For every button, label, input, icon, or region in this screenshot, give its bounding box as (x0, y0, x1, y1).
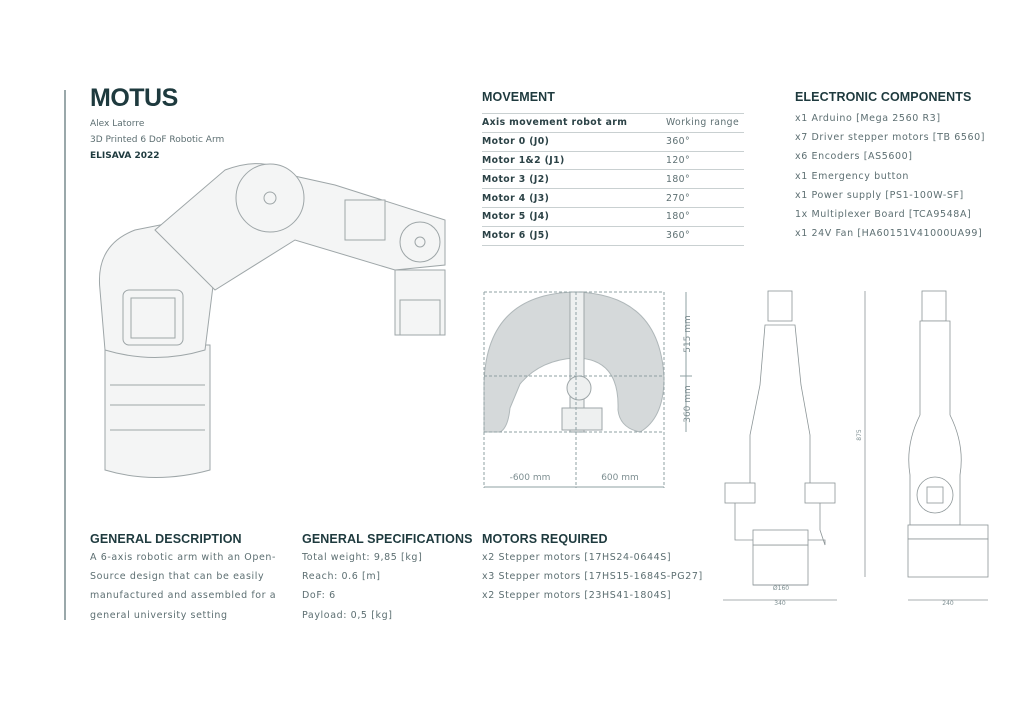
working-range: 120° (666, 150, 744, 170)
dim-left-label: -600 mm (510, 473, 551, 483)
working-range: 360° (666, 131, 744, 152)
working-range: 360° (666, 225, 744, 246)
height-label: 875 (856, 429, 863, 441)
description-line: A 6-axis robotic arm with an Open- (90, 552, 277, 563)
diameter-label: Ø160 (773, 585, 789, 592)
motor-name: Motor 4 (J3) (482, 188, 666, 208)
electronics-heading: ELECTRONIC COMPONENTS (795, 90, 972, 104)
table-row: Motor 0 (J0)360° (482, 131, 744, 152)
list-item: DoF: 6 (302, 590, 336, 602)
specs-list: Total weight: 9,85 [kg] Reach: 0.6 [m] D… (302, 548, 422, 625)
list-item: x6 Encoders [AS5600] (795, 151, 913, 163)
motor-name: Motor 1&2 (J1) (482, 150, 666, 170)
motor-name: Motor 5 (J4) (482, 206, 666, 227)
table-row: Motor 3 (J2)180° (482, 169, 744, 189)
side-width-label: 240 (942, 600, 954, 607)
motors-list: x2 Stepper motors [17HS24-0644S] x3 Step… (482, 548, 703, 606)
list-item: x2 Stepper motors [23HS41-1804S] (482, 590, 672, 602)
front-width-label: 340 (774, 600, 786, 607)
accent-divider (64, 90, 66, 620)
list-item: x2 Stepper motors [17HS24-0644S] (482, 552, 672, 563)
page-title: MOTUS (90, 84, 178, 112)
list-item: 1x Multiplexer Board [TCA9548A] (795, 208, 972, 220)
column-header: Working range (666, 113, 744, 133)
description-text: A 6-axis robotic arm with an Open- Sourc… (90, 548, 276, 625)
column-header: Axis movement robot arm (482, 113, 666, 133)
list-item: x3 Stepper motors [17HS15-1684S-PG27] (482, 571, 703, 583)
working-range: 180° (666, 169, 744, 189)
robot-arm-illustration (98, 163, 446, 478)
description-heading: GENERAL DESCRIPTION (90, 532, 242, 546)
side-view-drawing (864, 290, 989, 601)
table-row: Motor 6 (J5)360° (482, 225, 744, 246)
dim-right-label: 600 mm (601, 473, 639, 483)
list-item: x7 Driver stepper motors [TB 6560] (795, 132, 986, 144)
motor-name: Motor 0 (J0) (482, 131, 666, 152)
list-item: x1 Arduino [Mega 2560 R3] (795, 113, 941, 124)
list-item: x1 Emergency button (795, 170, 910, 182)
working-range: 180° (666, 206, 744, 227)
institution: ELISAVA 2022 (90, 151, 160, 161)
table-row: Motor 1&2 (J1)120° (482, 150, 744, 170)
working-range: 270° (666, 188, 744, 208)
list-item: Total weight: 9,85 [kg] (302, 552, 423, 563)
motor-name: Motor 6 (J5) (482, 225, 666, 246)
motor-name: Motor 3 (J2) (482, 169, 666, 189)
table-row: Motor 4 (J3)270° (482, 188, 744, 208)
technical-drawings: 875 Ø160 340 240 (723, 290, 989, 607)
description-line: general university setting (90, 609, 228, 621)
movement-heading: MOVEMENT (482, 90, 556, 104)
subtitle: 3D Printed 6 DoF Robotic Arm (90, 135, 225, 145)
description-line: Source design that can be easily (90, 571, 265, 583)
specs-heading: GENERAL SPECIFICATIONS (302, 532, 473, 546)
table-row: Motor 5 (J4)180° (482, 206, 744, 227)
list-item: x1 Power supply [PS1-100W-SF] (795, 189, 964, 201)
motors-heading: MOTORS REQUIRED (482, 532, 608, 546)
description-line: manufactured and assembled for a (90, 590, 277, 602)
electronics-list: x1 Arduino [Mega 2560 R3] x7 Driver step… (795, 109, 985, 243)
header-meta: Alex Latorre 3D Printed 6 DoF Robotic Ar… (90, 116, 224, 164)
list-item: Reach: 0.6 [m] (302, 571, 381, 583)
list-item: Payload: 0,5 [kg] (302, 609, 393, 621)
workspace-diagram: -600 mm 600 mm 515 mm 360 mm (483, 291, 693, 488)
author: Alex Latorre (90, 119, 145, 129)
front-view-drawing (723, 290, 837, 601)
dim-down-label: 360 mm (683, 385, 693, 423)
dim-up-label: 515 mm (683, 315, 693, 353)
list-item: x1 24V Fan [HA60151V41000UA99] (795, 228, 983, 240)
